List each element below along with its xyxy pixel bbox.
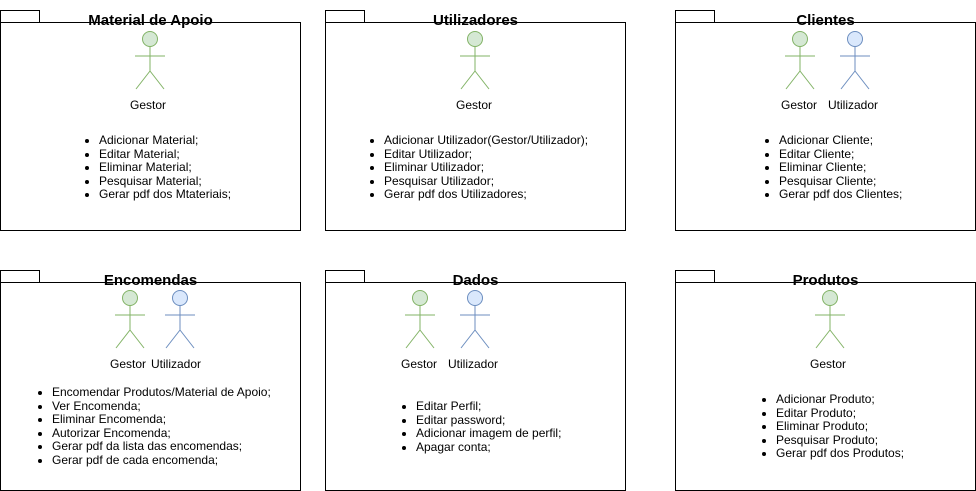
package-title: Material de Apoio: [88, 12, 213, 29]
list-item: Adicionar Cliente;: [779, 133, 902, 148]
actor-gestor-icon: [460, 31, 490, 91]
actor-label: Gestor: [781, 98, 818, 112]
list-item: Editar Perfil;: [416, 399, 561, 414]
list-item: Adicionar Material;: [99, 133, 231, 148]
list-item: Adicionar imagem de perfil;: [416, 427, 561, 441]
function-list: Adicionar Cliente; Editar Cliente; Elimi…: [763, 133, 902, 202]
function-list: Encomendar Produtos/Material de Apoio; V…: [36, 385, 271, 468]
list-item: Editar Material;: [99, 147, 231, 162]
package-encomendas: Encomendas Gestor Utilizador Encomendar …: [0, 270, 301, 491]
function-list: Adicionar Utilizador(Gestor/Utilizador);…: [368, 133, 588, 202]
list-item: Eliminar Produto;: [776, 420, 904, 434]
actor-label: Gestor: [401, 357, 438, 371]
package-tab: [0, 10, 40, 23]
package-tab: [325, 270, 365, 283]
list-item: Ver Encomenda;: [52, 399, 271, 414]
package-material-de-apoio: Material de Apoio Gestor Adicionar Mater…: [0, 10, 301, 231]
actor-gestor-icon: [405, 290, 435, 350]
package-clientes: Clientes Gestor Utilizador Adicionar Cli…: [675, 10, 976, 231]
list-item: Eliminar Material;: [99, 161, 231, 175]
list-item: Adicionar Utilizador(Gestor/Utilizador);: [384, 133, 588, 148]
package-body: [0, 282, 301, 491]
list-item: Apagar conta;: [416, 440, 561, 455]
actor-utilizador-icon: [840, 31, 870, 91]
list-item: Gerar pdf dos Produtos;: [776, 447, 904, 461]
package-tab: [325, 10, 365, 23]
actor-label: Utilizador: [151, 357, 202, 371]
package-dados: Dados Gestor Utilizador Editar Perfil; E…: [325, 270, 626, 491]
list-item: Editar Cliente;: [779, 147, 902, 162]
list-item: Editar password;: [416, 413, 561, 428]
list-item: Pesquisar Produto;: [776, 433, 904, 448]
list-item: Eliminar Cliente;: [779, 161, 902, 175]
list-item: Editar Produto;: [776, 406, 904, 421]
list-item: Gerar pdf dos Clientes;: [779, 188, 902, 202]
list-item: Pesquisar Material;: [99, 174, 231, 189]
package-produtos: Produtos Gestor Adicionar Produto; Edita…: [675, 270, 976, 491]
actor-utilizador-icon: [460, 290, 490, 350]
actor-label: Gestor: [130, 98, 167, 112]
list-item: Autorizar Encomenda;: [52, 426, 271, 441]
package-body: [675, 282, 976, 491]
list-item: Pesquisar Cliente;: [779, 174, 902, 189]
function-list: Adicionar Material; Editar Material; Eli…: [83, 133, 231, 202]
actor-label: Gestor: [456, 98, 493, 112]
package-tab: [675, 270, 715, 283]
package-title: Dados: [452, 272, 499, 289]
package-body: [675, 22, 976, 231]
actor-utilizador-icon: [165, 290, 195, 350]
function-list: Editar Perfil; Editar password; Adiciona…: [400, 399, 561, 455]
list-item: Encomendar Produtos/Material de Apoio;: [52, 385, 271, 400]
list-item: Gerar pdf dos Utilizadores;: [384, 188, 588, 202]
list-item: Editar Utilizador;: [384, 147, 588, 162]
package-tab: [0, 270, 40, 283]
package-title: Clientes: [796, 12, 855, 29]
actor-label: Utilizador: [828, 98, 879, 112]
package-title: Produtos: [792, 272, 859, 289]
package-tab: [675, 10, 715, 23]
actor-label: Gestor: [110, 357, 147, 371]
list-item: Gerar pdf da lista das encomendas;: [52, 440, 271, 454]
package-title: Utilizadores: [432, 12, 519, 29]
actor-gestor-icon: [785, 31, 815, 91]
list-item: Eliminar Encomenda;: [52, 413, 271, 427]
list-item: Gerar pdf de cada encomenda;: [52, 453, 271, 468]
list-item: Gerar pdf dos Mtateriais;: [99, 188, 231, 202]
actor-gestor-icon: [135, 31, 165, 91]
function-list: Adicionar Produto; Editar Produto; Elimi…: [760, 392, 904, 461]
list-item: Eliminar Utilizador;: [384, 161, 588, 175]
list-item: Pesquisar Utilizador;: [384, 174, 588, 189]
actor-gestor-icon: [115, 290, 145, 350]
actor-gestor-icon: [815, 290, 845, 350]
package-title: Encomendas: [103, 272, 198, 289]
actor-label: Utilizador: [448, 357, 499, 371]
package-utilizadores: Utilizadores Gestor Adicionar Utilizador…: [325, 10, 626, 231]
actor-label: Gestor: [810, 357, 847, 371]
list-item: Adicionar Produto;: [776, 392, 904, 407]
